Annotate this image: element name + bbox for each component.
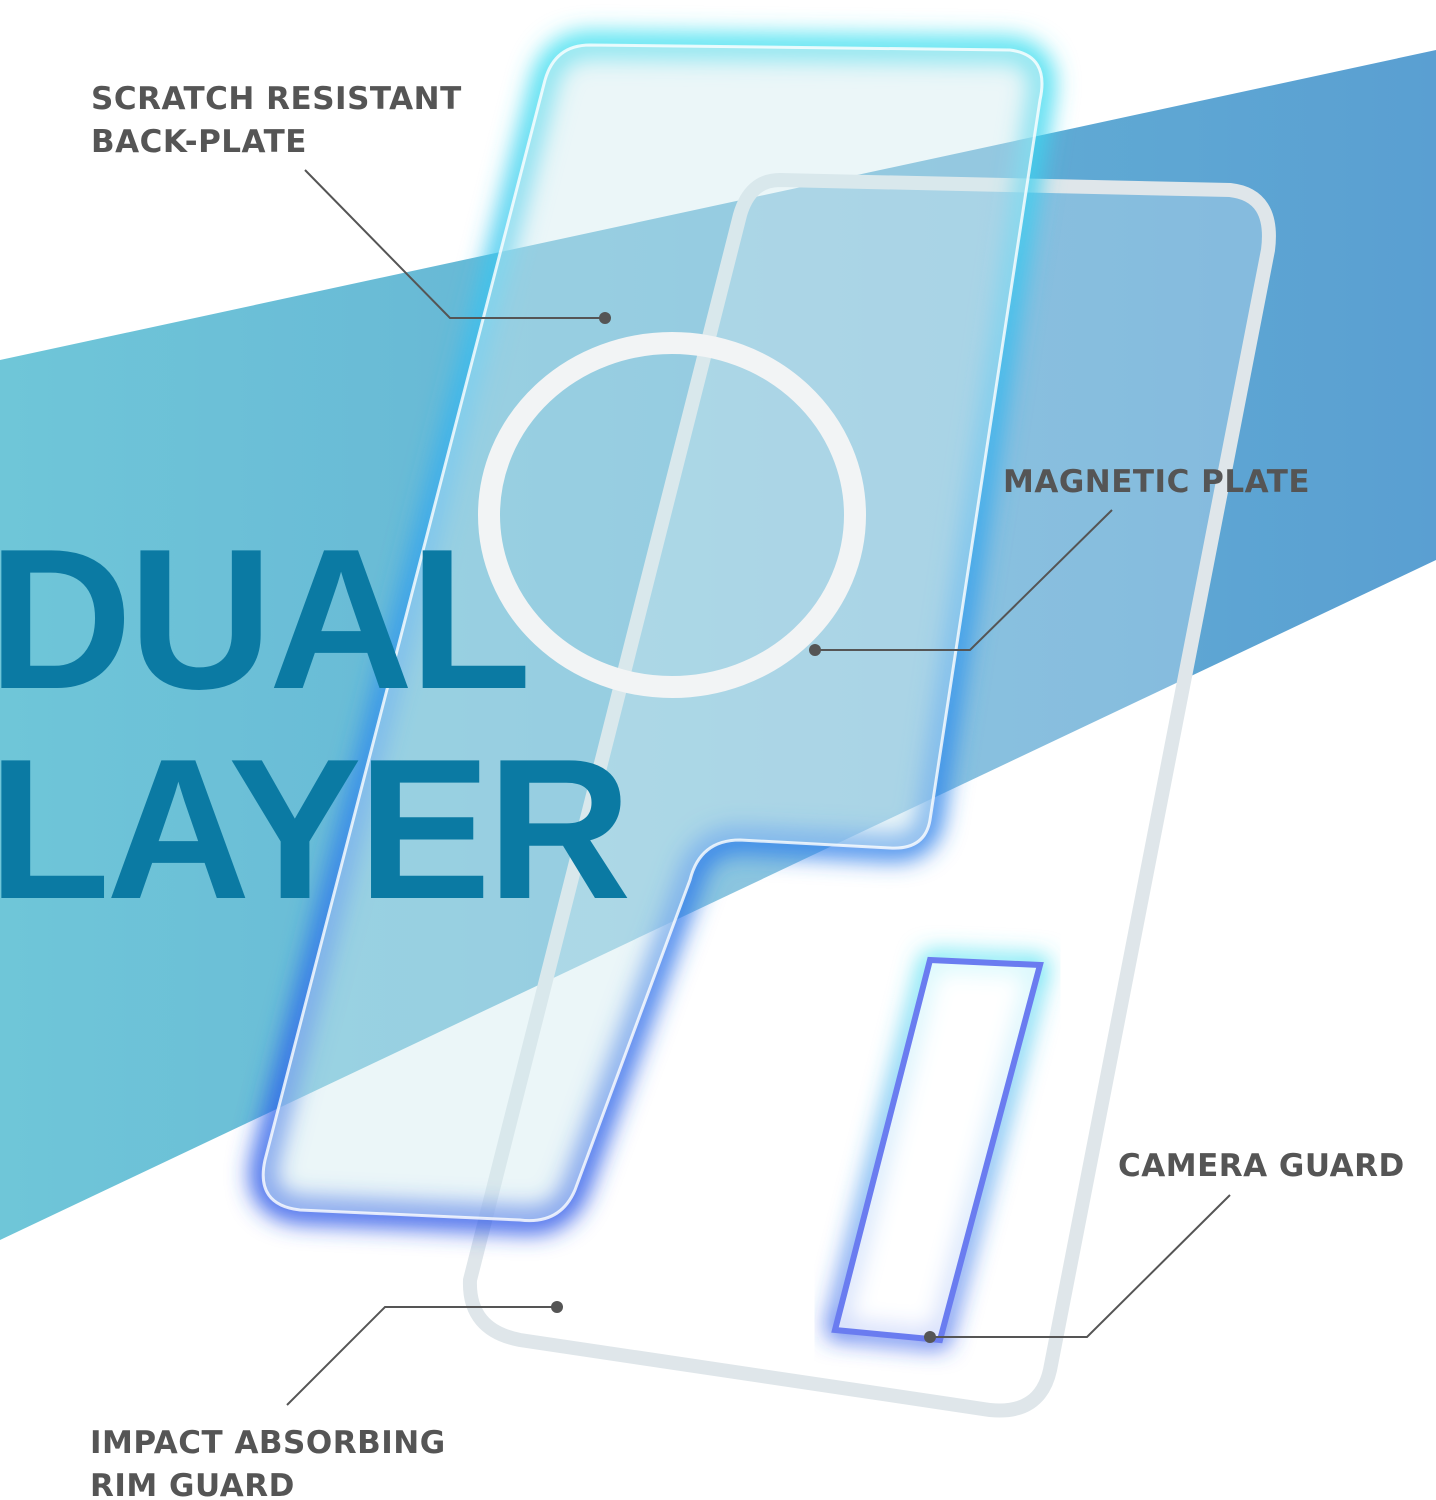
callout-text: CAMERA GUARD bbox=[1118, 1148, 1405, 1184]
callout-rim: IMPACT ABSORBING RIM GUARD bbox=[90, 1422, 446, 1500]
headline-line2: LAYER bbox=[0, 718, 631, 941]
leader-lines bbox=[286, 169, 1231, 1406]
callout-text: SCRATCH RESISTANT bbox=[91, 81, 462, 117]
rim-guard-frame bbox=[462, 172, 1276, 1418]
callout-magnetic: MAGNETIC PLATE bbox=[1003, 461, 1310, 504]
callout-text: BACK-PLATE bbox=[91, 124, 307, 160]
headline-line1: DUAL bbox=[0, 508, 531, 731]
callout-camera: CAMERA GUARD bbox=[1118, 1145, 1405, 1188]
leader-dots bbox=[551, 312, 936, 1343]
camera-guard bbox=[831, 956, 1044, 1344]
callout-text: IMPACT ABSORBING bbox=[90, 1425, 446, 1461]
callout-text: RIM GUARD bbox=[90, 1468, 295, 1500]
backplate bbox=[261, 43, 1044, 1223]
magnetic-ring bbox=[478, 332, 866, 698]
diagonal-band bbox=[0, 50, 1436, 1240]
callout-backplate: SCRATCH RESISTANT BACK-PLATE bbox=[91, 78, 462, 164]
callout-text: MAGNETIC PLATE bbox=[1003, 464, 1311, 500]
